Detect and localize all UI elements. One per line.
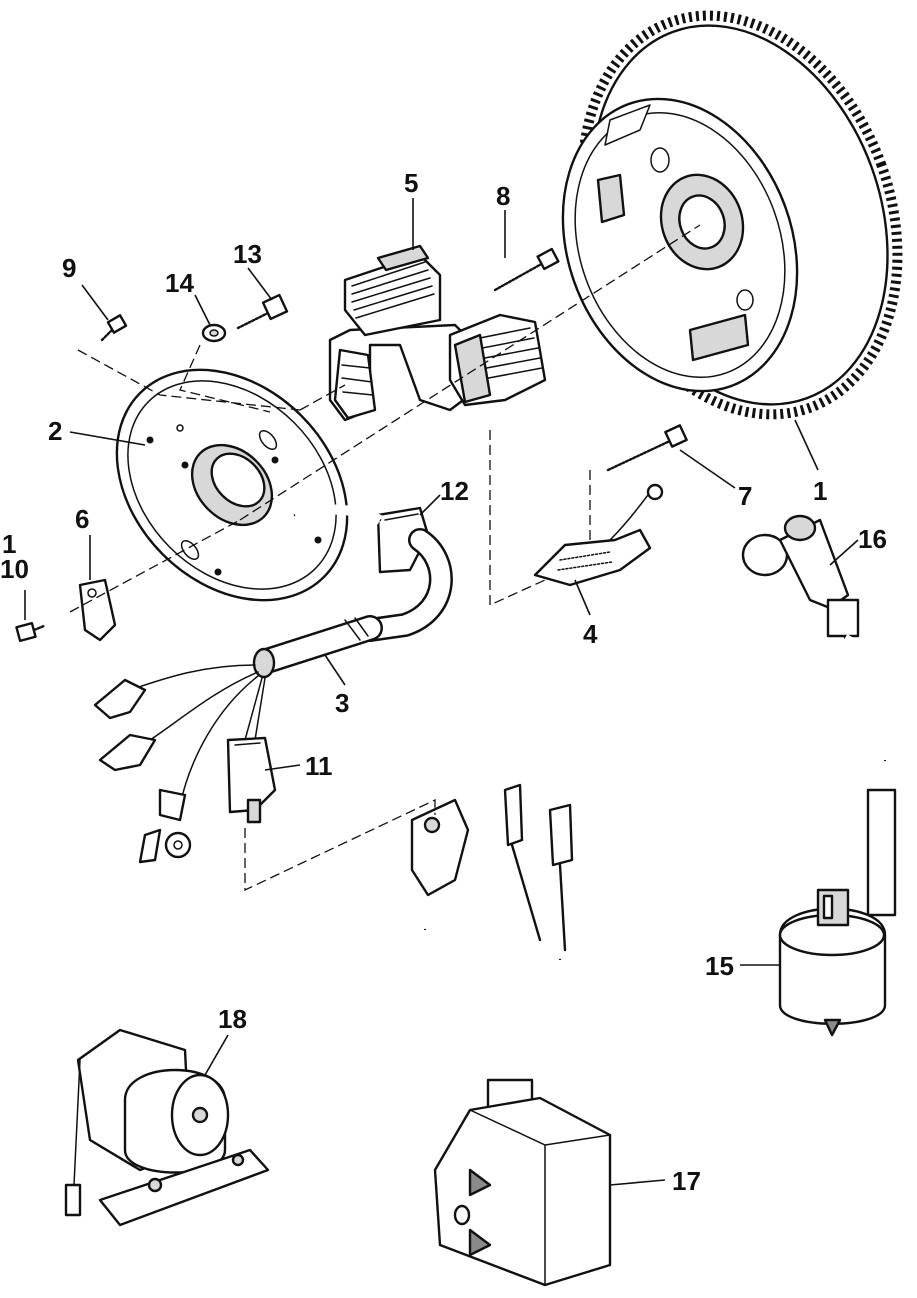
solenoid-part-18 bbox=[64, 1028, 270, 1227]
callout-9: 9 bbox=[62, 253, 76, 283]
cdi-module-part-17 bbox=[409, 783, 612, 1287]
wire-harness bbox=[93, 504, 453, 864]
callout-17: 17 bbox=[672, 1166, 701, 1196]
callout-5: 5 bbox=[404, 168, 418, 198]
screw-part-10 bbox=[15, 621, 46, 643]
assembly-lines bbox=[69, 224, 701, 892]
callout-10: 10 bbox=[0, 554, 29, 584]
callout-1: 1 bbox=[813, 476, 827, 506]
callout-3: 3 bbox=[335, 688, 349, 718]
callout-16: 16 bbox=[858, 524, 887, 554]
leader-lines bbox=[24, 198, 859, 1186]
clamp-part-6 bbox=[78, 578, 117, 642]
callout-15: 15 bbox=[705, 951, 734, 981]
callout-4: 4 bbox=[583, 619, 598, 649]
callout-14: 14 bbox=[165, 268, 194, 298]
washer-part-14 bbox=[201, 323, 227, 343]
stator-coils bbox=[328, 244, 547, 422]
pickup-part-4 bbox=[533, 483, 664, 587]
screw-part-13 bbox=[236, 293, 289, 330]
flywheel bbox=[561, 10, 903, 420]
callout-11: 11 bbox=[305, 751, 333, 781]
callout-18: 18 bbox=[218, 1004, 247, 1034]
ignition-coil-part-15 bbox=[778, 788, 897, 1037]
screw-part-9 bbox=[100, 314, 128, 342]
callout-2: 2 bbox=[48, 416, 62, 446]
callout-6: 6 bbox=[75, 504, 89, 534]
connector-part-11 bbox=[226, 736, 277, 824]
callout-8: 8 bbox=[496, 181, 510, 211]
callout-13: 13 bbox=[233, 239, 262, 269]
callout-1-left: 1 bbox=[2, 529, 16, 559]
callout-labels: 1 1 2 3 4 5 6 7 8 9 10 11 12 13 14 15 16… bbox=[0, 168, 887, 1196]
spark-plug-cap-part-16 bbox=[741, 514, 890, 762]
screw-part-7 bbox=[606, 424, 688, 472]
stator-plate bbox=[115, 368, 349, 602]
callout-7: 7 bbox=[738, 481, 752, 511]
bolt-part-8 bbox=[493, 247, 560, 292]
callout-12: 12 bbox=[440, 476, 469, 506]
